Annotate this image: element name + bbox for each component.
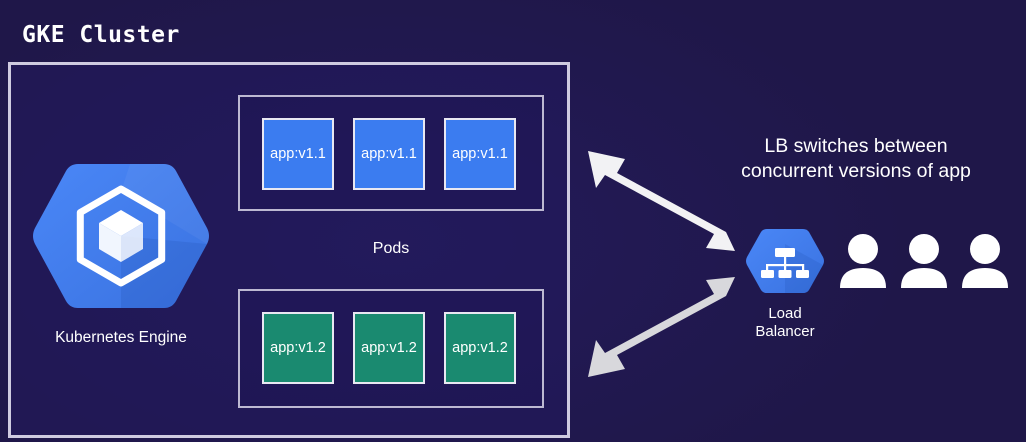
user-person-icon [901,234,947,288]
pod-item: app:v1.2 [444,312,516,384]
load-balancer-label: Load Balancer [744,305,826,340]
pod-group-v12: app:v1.2 app:v1.2 app:v1.2 [238,289,544,408]
load-balancer-label-line2: Balancer [755,322,815,340]
lb-annotation-line2: concurrent versions of app [741,159,971,182]
page-title: GKE Cluster [22,22,180,48]
users-group [838,232,1010,288]
kubernetes-engine-hex-wrap [30,152,212,325]
user-person-icon [962,234,1008,288]
arrow-to-v12-icon [588,277,735,377]
pod-item: app:v1.1 [353,118,425,190]
lb-annotation: LB switches between concurrent versions … [686,134,1026,184]
user-person-icon [840,234,886,288]
pod-item: app:v1.2 [353,312,425,384]
pods-label: Pods [372,240,410,257]
pod-item: app:v1.2 [262,312,334,384]
load-balancer-node: Load Balancer [744,224,826,340]
load-balancer-hexagon-icon [746,229,824,293]
pod-item: app:v1.1 [262,118,334,190]
kubernetes-engine-node: Kubernetes Engine [30,152,212,347]
pod-item: app:v1.1 [444,118,516,190]
kubernetes-engine-label: Kubernetes Engine [55,329,187,346]
pod-group-v11: app:v1.1 app:v1.1 app:v1.1 [238,95,544,211]
lb-annotation-line1: LB switches between [764,135,948,157]
load-balancer-label-line1: Load [768,305,802,322]
kubernetes-engine-hexagon-icon [33,164,209,308]
